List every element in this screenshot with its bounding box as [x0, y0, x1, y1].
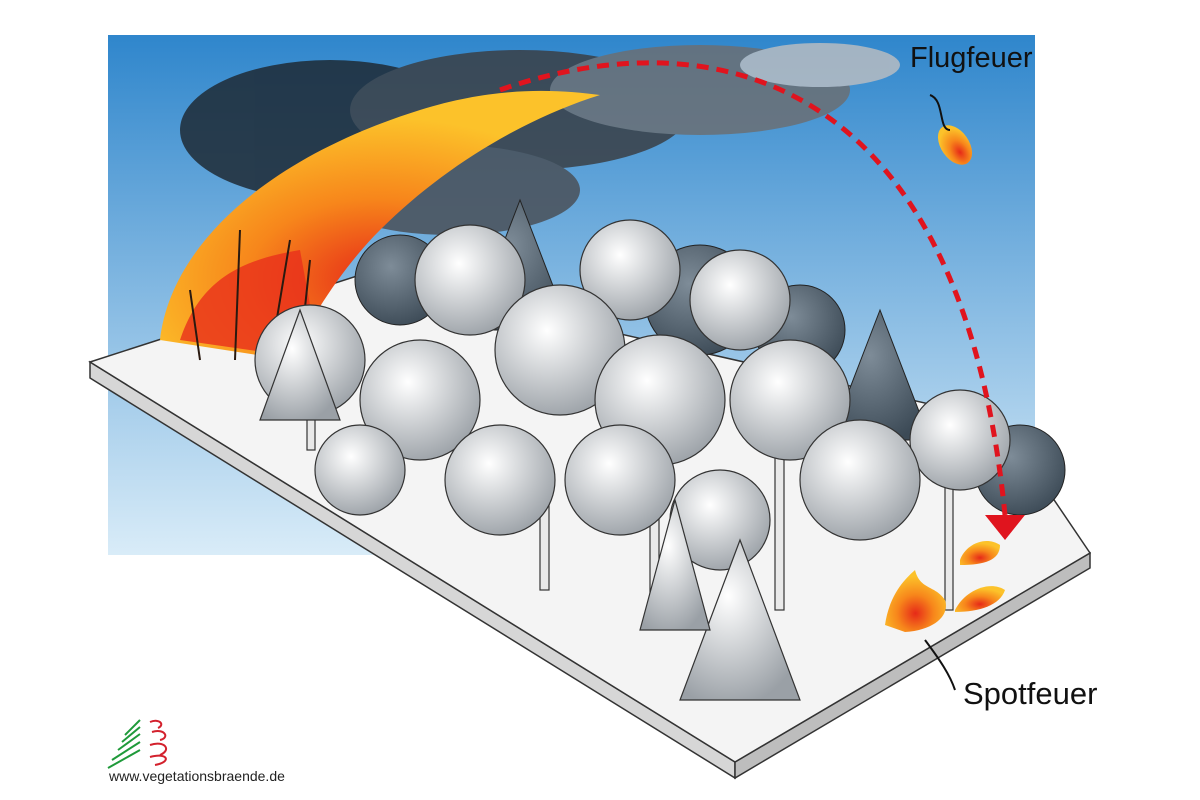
arrowhead-icon	[985, 515, 1025, 540]
forest-trees	[254, 219, 1011, 701]
vegetationsbraende-logo	[107, 719, 168, 769]
flugfeuer-leader-line	[929, 94, 951, 131]
spot-fires	[885, 540, 1005, 632]
ember-trajectory-arrow	[499, 60, 1008, 516]
website-url: www.vegetationsbraende.de	[109, 768, 285, 784]
flugfeuer-label: Flugfeuer	[910, 42, 1033, 74]
spotfeuer-leader-line	[924, 639, 956, 691]
flying-ember	[937, 125, 973, 165]
spotfeuer-label: Spotfeuer	[963, 676, 1098, 711]
